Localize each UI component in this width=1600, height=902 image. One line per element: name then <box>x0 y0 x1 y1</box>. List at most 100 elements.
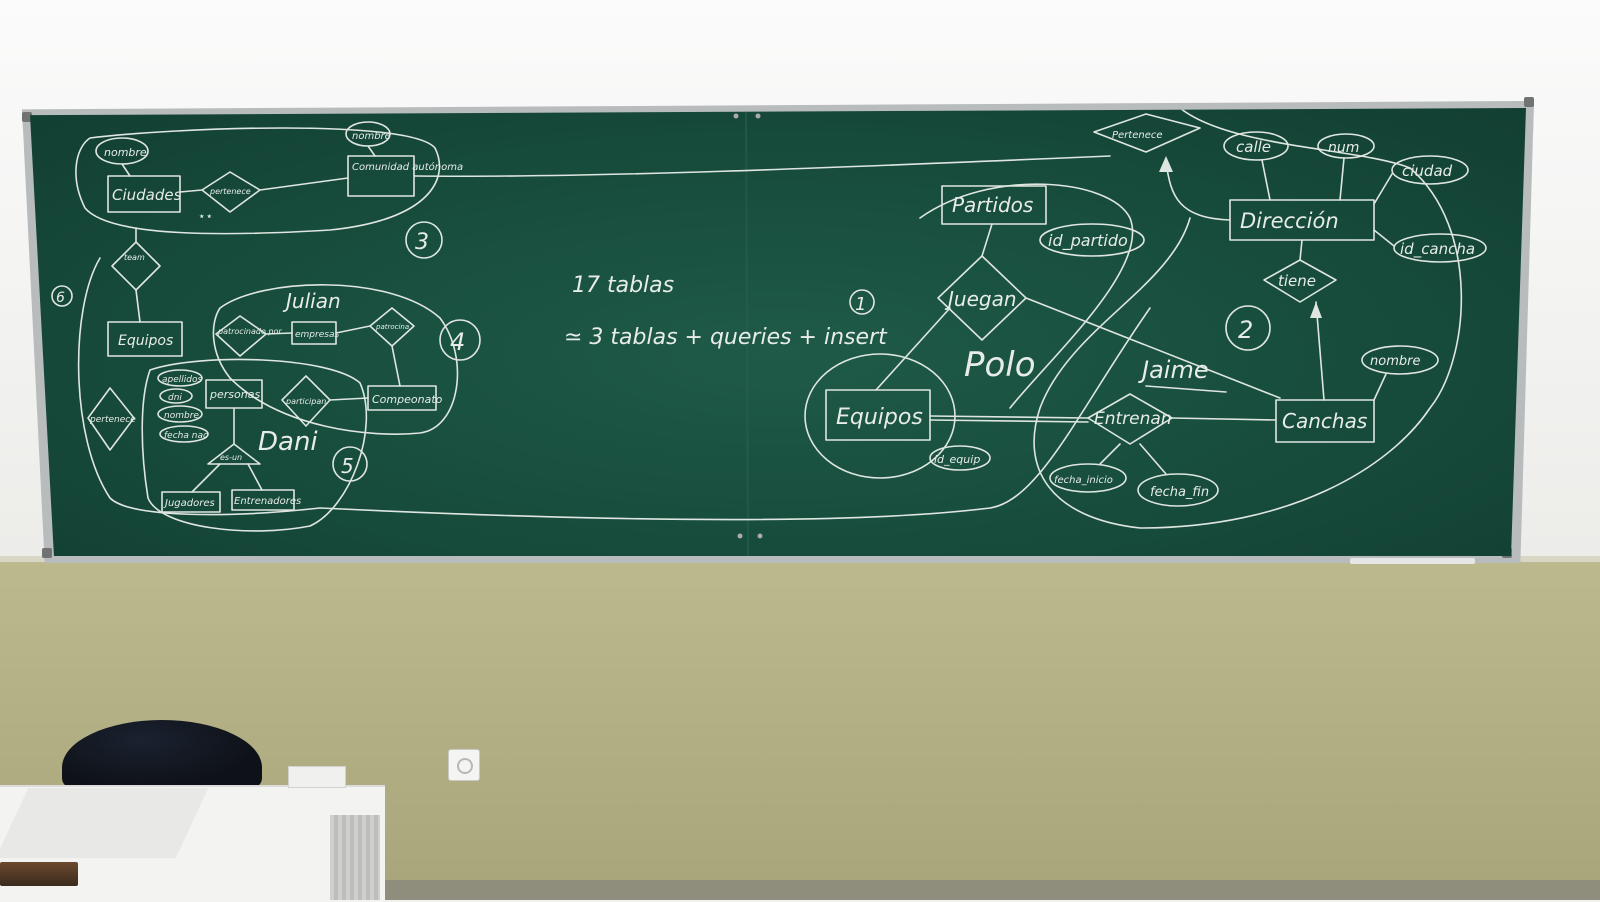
isa-triangle <box>207 443 261 465</box>
group-number-2: 2 <box>1238 316 1253 344</box>
attribute-oval <box>1039 223 1145 257</box>
board-hinge <box>737 533 743 539</box>
relationship-diamond <box>937 255 1027 341</box>
relationship-diamond <box>111 241 161 291</box>
arrow-head <box>1159 156 1173 172</box>
group-number-1: 1 <box>855 294 866 315</box>
relationship-entrenan-label: Entrenan <box>1094 409 1172 429</box>
entity-box <box>107 175 181 213</box>
relationship-pertenece-top-label: Pertenece <box>1112 130 1163 141</box>
attribute-oval <box>157 369 203 387</box>
relationship-juegan-label: Juegan <box>944 287 1017 311</box>
note-tablas-count: 17 tablas <box>572 273 674 298</box>
attribute-oval <box>1223 131 1289 161</box>
entity-box <box>161 491 221 513</box>
entity-box <box>347 155 415 197</box>
group-outline <box>919 183 1134 409</box>
entity-direccion-label: Dirección <box>1240 209 1339 233</box>
author-dani-label: Dani <box>258 427 318 457</box>
entity-equipos-left-label: Equipos <box>118 333 173 349</box>
attribute-id-partido-label: id_partido <box>1048 231 1128 251</box>
group-outline <box>77 257 321 516</box>
attribute-nombre-cancha-label: nombre <box>1370 354 1420 369</box>
relationship-diamond <box>201 171 261 213</box>
group-number-3: 3 <box>415 230 429 255</box>
relationship-diamond <box>1087 393 1173 445</box>
entity-compeonato-label: Compeonato <box>372 393 443 406</box>
attribute-oval <box>157 405 203 423</box>
entity-box <box>231 489 295 511</box>
connector-line <box>414 155 1111 178</box>
entity-comunidad-label: Comunidad autónoma <box>352 161 463 173</box>
floor-trim <box>380 880 1600 900</box>
relationship-patrocina-label: patrocina <box>375 323 409 331</box>
entity-equipos-right-label: Equipos <box>836 405 923 430</box>
entity-ciudades-label: Ciudades <box>112 186 182 204</box>
cardinality-mark: ⋆⋆ <box>198 209 213 223</box>
relationship-diamond <box>1093 113 1201 153</box>
group-outline <box>212 284 459 435</box>
attribute-nombre-p-label: nombre <box>164 411 199 421</box>
connector-line <box>319 307 1151 521</box>
relationship-pertenece-mid-label: pertenece <box>89 415 136 425</box>
wall-plate <box>288 766 346 788</box>
attribute-nombre-ca-label: nombre <box>352 131 391 142</box>
attribute-oval <box>1361 345 1439 375</box>
attribute-fecha-nac-label: fecha nac <box>164 431 208 441</box>
note-tablas-query: ≃ 3 tablas + queries + insert <box>564 325 888 350</box>
author-jaime-label: Jaime <box>1138 356 1209 384</box>
board-hinge <box>757 533 763 539</box>
attribute-oval <box>1049 463 1127 493</box>
group-number-4: 4 <box>450 328 465 356</box>
relationship-diamond <box>215 315 267 357</box>
board-hinge <box>755 113 761 119</box>
attribute-nombre-label: nombre <box>104 146 147 159</box>
entity-empresas-label: empresas <box>295 330 339 340</box>
chalkboard: Ciudades nombre pertenece Comunidad autó… <box>30 108 1526 556</box>
board-hinge <box>733 113 739 119</box>
attribute-dni-label: dni <box>168 393 182 403</box>
group-outline <box>141 358 368 532</box>
group-number-6: 6 <box>56 290 65 306</box>
attribute-oval <box>1137 473 1219 507</box>
attribute-id-cancha-label: id_cancha <box>1400 240 1475 259</box>
group-number-5: 5 <box>341 454 354 478</box>
group-number-circle <box>849 289 875 315</box>
chair <box>62 720 262 788</box>
book <box>0 862 78 886</box>
relationship-diamond <box>87 387 135 451</box>
entity-box <box>107 321 183 357</box>
group-outline <box>1033 108 1463 529</box>
arrow-line <box>1165 159 1231 221</box>
relationship-participan-label: participan <box>285 397 326 406</box>
frame-corner <box>22 112 32 122</box>
attribute-apellidos-label: apellidos <box>162 375 202 385</box>
group-number-circle <box>439 319 481 361</box>
relationship-diamond <box>281 375 331 427</box>
relationship-diamond <box>1263 259 1337 303</box>
entity-canchas-label: Canchas <box>1282 409 1367 433</box>
attribute-fecha-fin-label: fecha_fin <box>1150 485 1209 500</box>
entity-jugadores-label: Jugadores <box>163 498 215 509</box>
group-number-circle <box>332 446 368 482</box>
attribute-ciudad-label: ciudad <box>1402 162 1453 180</box>
group-outline <box>75 127 441 235</box>
entity-box <box>825 389 931 441</box>
frame-corner <box>1524 97 1534 107</box>
attribute-calle-label: calle <box>1236 138 1271 156</box>
attribute-oval <box>159 388 193 404</box>
entity-entrenadores-label: Entrenadores <box>234 496 301 507</box>
attribute-fecha-inicio-label: fecha_inicio <box>1054 475 1113 486</box>
arrow-line <box>1315 301 1325 401</box>
relationship-team-label: team <box>124 253 145 262</box>
frame-corner <box>42 548 52 558</box>
relationship-tiene-label: tiene <box>1278 272 1316 290</box>
relationship-patrocinado-label: patrocinado por <box>217 327 282 336</box>
attribute-oval <box>159 425 209 443</box>
entity-box <box>1275 399 1375 443</box>
entity-partidos-label: Partidos <box>952 193 1033 217</box>
isa-es-un-label: es-un <box>220 453 242 462</box>
chalk-diagram: Ciudades nombre pertenece Comunidad autó… <box>51 108 1487 556</box>
desk-leg <box>330 815 380 900</box>
entity-personas-label: personas <box>209 388 260 401</box>
